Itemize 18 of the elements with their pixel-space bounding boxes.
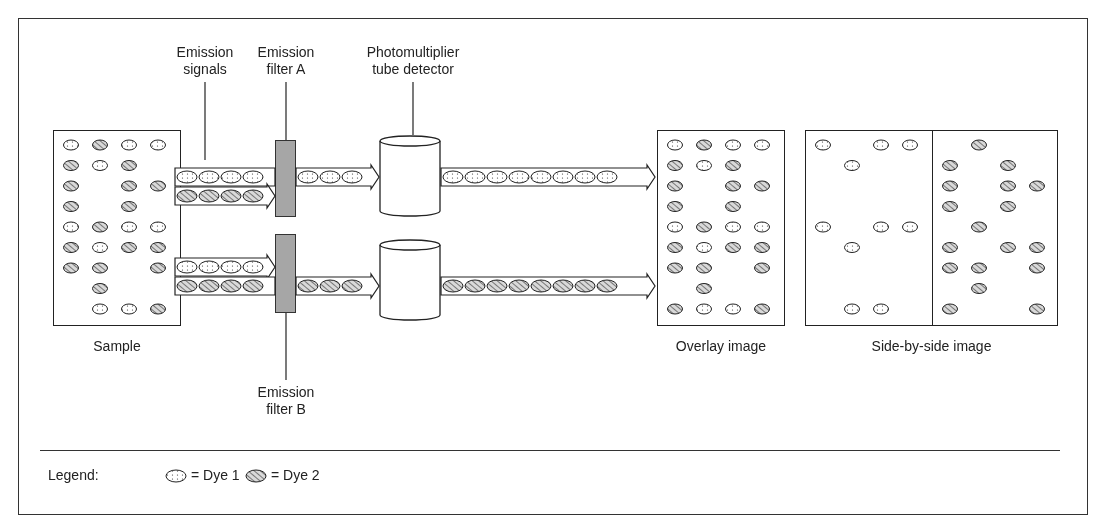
panel-caption: Overlay image [674, 338, 768, 355]
legend-heading: Legend: [48, 467, 99, 483]
leader-line [204, 81, 206, 161]
legend-text: = Dye 2 [271, 467, 320, 483]
detector-cylinder [379, 135, 441, 217]
detector-cylinder [379, 239, 441, 321]
leader-line [412, 81, 414, 136]
filter-bar [275, 140, 296, 217]
panel-caption: Side-by-side image [870, 338, 993, 355]
filter-bar [275, 234, 296, 313]
callout-label: Photomultiplier tube detector [353, 44, 473, 78]
leader-line [285, 312, 287, 381]
callout-label: Emission signals [168, 44, 242, 78]
panel-caption: Sample [92, 338, 142, 355]
leader-line [285, 81, 287, 141]
callout-label: Emission filter A [246, 44, 326, 78]
legend-text: = Dye 1 [191, 467, 240, 483]
callout-label: Emission filter B [246, 384, 326, 418]
